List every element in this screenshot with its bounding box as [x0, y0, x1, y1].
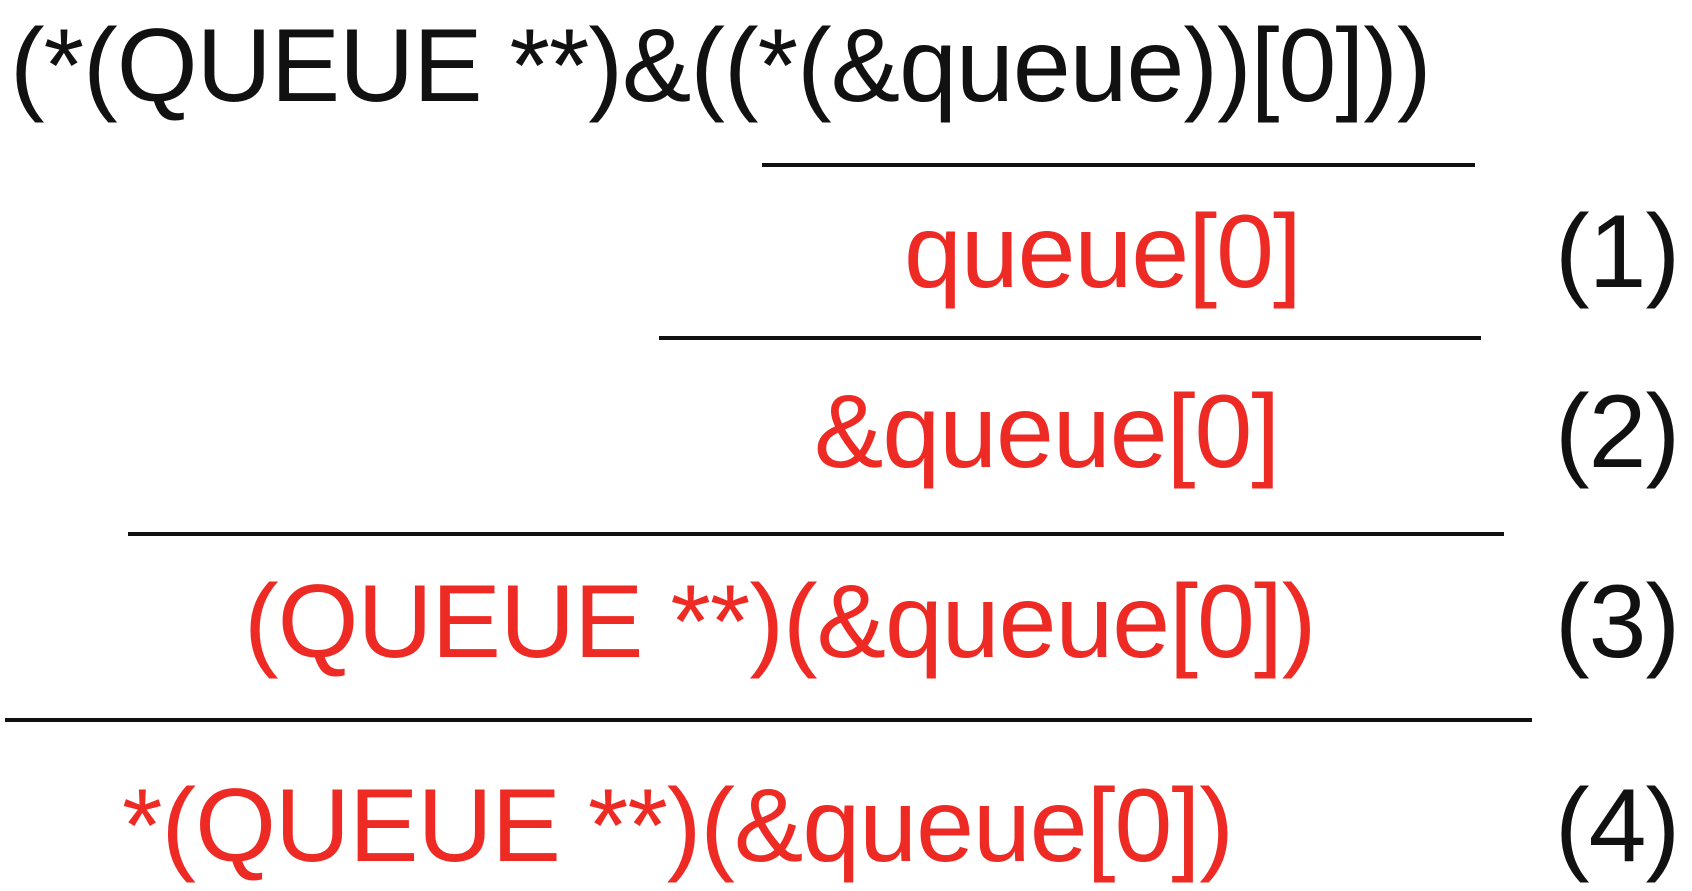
- step-1-text: queue[0]: [904, 194, 1302, 310]
- step-2-label: (2): [1555, 374, 1680, 490]
- original-expression: (*(QUEUE **)&((*(&queue))[0])): [10, 8, 1432, 124]
- step-4-label: (4): [1555, 768, 1680, 884]
- step-1-label: (1): [1555, 194, 1680, 310]
- step-2-text: &queue[0]: [814, 374, 1280, 490]
- step-3-text: (QUEUE **)(&queue[0]): [244, 564, 1316, 680]
- rule-3: [128, 532, 1504, 536]
- rule-1: [762, 163, 1475, 167]
- step-3-label: (3): [1555, 564, 1680, 680]
- rule-4: [5, 718, 1532, 722]
- rule-2: [659, 336, 1481, 340]
- step-4-text: *(QUEUE **)(&queue[0]): [122, 768, 1234, 884]
